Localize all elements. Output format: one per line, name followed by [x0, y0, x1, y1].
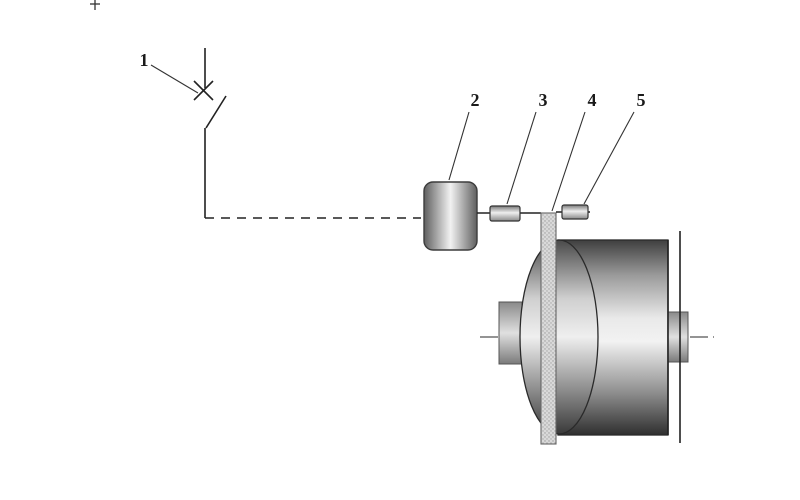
component-4-disc — [540, 212, 557, 445]
switch-cross-b — [193, 80, 214, 101]
component-2-cylinder — [423, 181, 478, 251]
label-2: 2 — [471, 90, 480, 110]
leader-lines — [150, 64, 635, 212]
label-3: 3 — [539, 90, 548, 110]
leader-line-5 — [583, 111, 635, 205]
drum-shaft-left — [498, 301, 523, 365]
component-5-sleeve — [561, 204, 589, 220]
leader-line-1 — [150, 64, 199, 94]
label-1: 1 — [140, 50, 149, 70]
leader-line-2 — [448, 111, 470, 181]
drum-shaft-right — [667, 311, 689, 363]
label-5: 5 — [637, 90, 646, 110]
leader-line-4 — [551, 111, 586, 212]
component-1-switch — [193, 48, 227, 218]
label-4: 4 — [588, 90, 597, 110]
component-3-sleeve — [489, 205, 521, 222]
top-edge-mark — [90, 0, 100, 10]
switch-blade — [205, 95, 227, 129]
leader-line-3 — [506, 111, 537, 205]
drum-left-face — [519, 239, 599, 435]
